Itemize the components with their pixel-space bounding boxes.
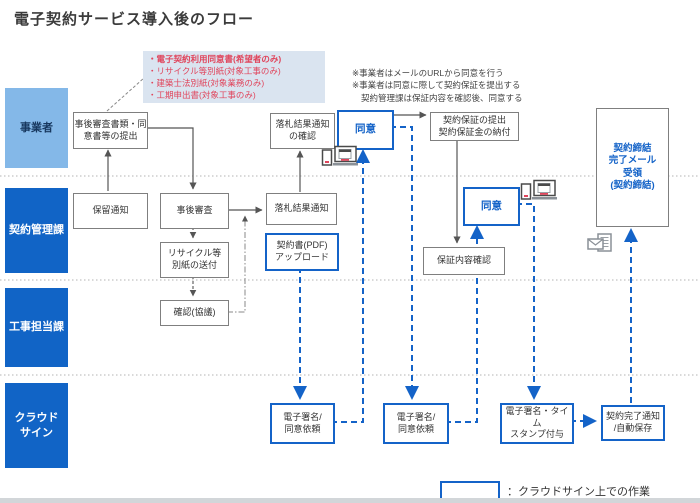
legend-label: ：クラウドサイン上での作業	[507, 485, 650, 498]
note-line: 契約管理課は保証内容を確認後、同意する	[361, 92, 523, 103]
node-consent-2: 同意	[463, 187, 520, 226]
node-contract-pdf-upload: 契約書(PDF) アップロード	[265, 233, 339, 271]
node-contract-guarantee-submission: 契約保証の提出 契約保証金の納付	[430, 112, 519, 141]
document-list-callout: ・電子契約利用同意書(希望者のみ) ・リサイクル等別紙(対象工事のみ) ・建築士…	[143, 51, 325, 103]
lane-contract-management: 契約管理課	[5, 188, 68, 273]
annotation-pointer-line	[106, 77, 145, 112]
lane-construction-section: 工事担当課	[5, 288, 68, 367]
note-line: ※事業者は同意に際して契約保証を提出する	[352, 80, 521, 91]
callout-line: ・建築士法別紙(対象業務のみ)	[148, 77, 265, 88]
envelope-document-icon	[587, 233, 614, 257]
node-post-review-documents-submission: 事後審査書類・同 意書等の提出	[73, 112, 148, 149]
callout-line: ・工期申出書(対象工事のみ)	[148, 89, 256, 100]
notes-block: ※事業者はメールのURLから同意を行う ※事業者は同意に際して契約保証を提出する…	[352, 67, 523, 104]
node-hold-notice: 保留通知	[73, 193, 148, 229]
lane-label: 工事担当課	[9, 321, 64, 334]
node-consent-1: 同意	[337, 110, 394, 150]
smartphone-laptop-icon	[321, 145, 359, 173]
node-recycle-attachment-send: リサイクル等 別紙の送付	[160, 242, 229, 278]
lane-label: 事業者	[20, 121, 53, 134]
node-award-result-notice: 落札結果通知	[266, 193, 337, 225]
note-line: ※事業者はメールのURLから同意を行う	[352, 68, 504, 78]
legend: ：クラウドサイン上での作業	[440, 481, 650, 500]
node-guarantee-content-check: 保証内容確認	[423, 247, 505, 275]
node-esignature-timestamp: 電子署名・タイム スタンプ付与	[500, 403, 574, 444]
page-title: 電子契約サービス導入後のフロー	[14, 11, 255, 28]
lane-cloudsign: クラウド サイン	[5, 383, 68, 468]
lane-label: クラウド サイン	[14, 412, 59, 439]
node-completion-notice-autosave: 契約完了通知 /自動保存	[601, 405, 665, 441]
lane-label: 契約管理課	[9, 224, 64, 237]
callout-line: ・電子契約利用同意書(希望者のみ)	[148, 54, 282, 64]
page-bottom-bar	[0, 498, 700, 503]
callout-line: ・リサイクル等別紙(対象工事のみ)	[148, 65, 281, 76]
lane-business-operator: 事業者	[5, 88, 68, 168]
node-post-review: 事後審査	[160, 193, 229, 229]
solid-arrows	[104, 111, 461, 244]
cloudsign-flow-arrows	[293, 126, 638, 428]
node-esignature-consent-request-1: 電子署名/ 同意依頼	[270, 403, 335, 444]
lane-separators	[0, 175, 700, 376]
node-esignature-consent-request-2: 電子署名/ 同意依頼	[383, 403, 449, 444]
smartphone-laptop-icon	[520, 179, 558, 207]
node-contract-complete-mail-receipt: 契約締結 完了メール 受領 (契約締結)	[596, 108, 669, 227]
node-confirmation-consultation: 確認(協議)	[160, 300, 229, 326]
feedback-dashdot-line	[227, 215, 248, 313]
node-award-result-confirmation: 落札結果通知 の確認	[270, 113, 335, 149]
